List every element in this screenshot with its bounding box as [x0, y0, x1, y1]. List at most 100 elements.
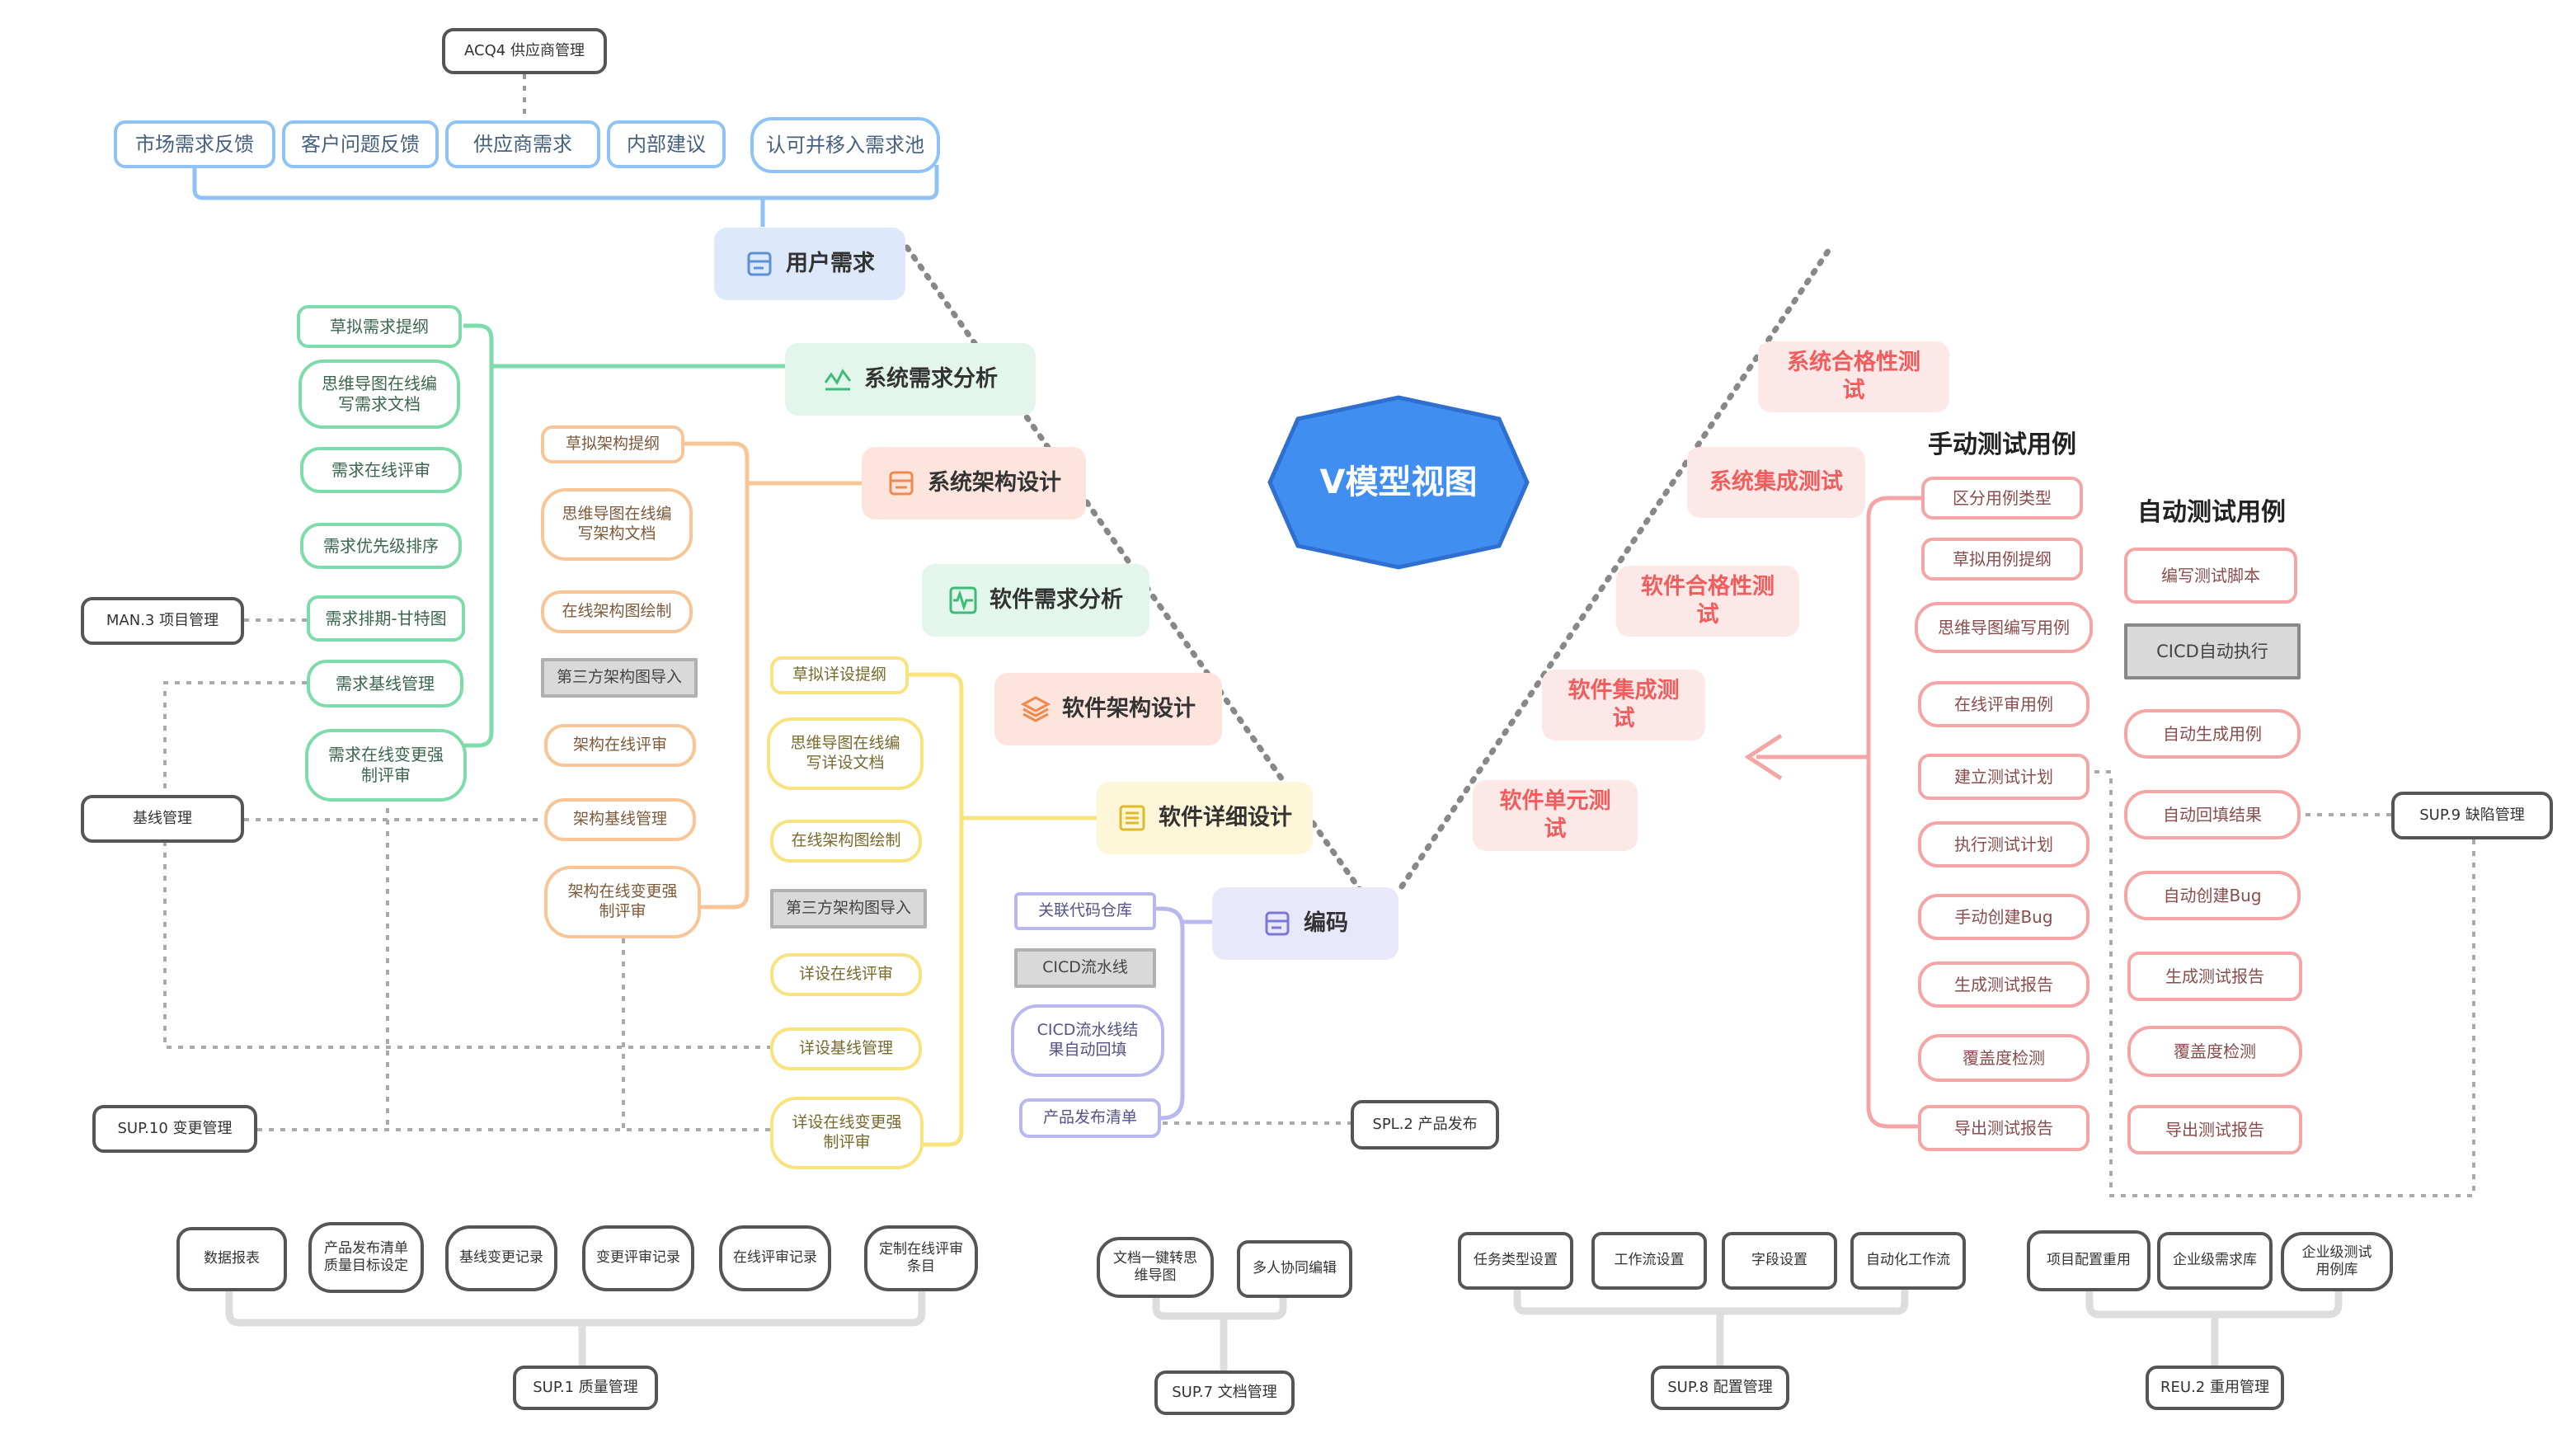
layout-icon [886, 468, 916, 498]
manual-test-item: 执行测试计划 [1918, 821, 2089, 867]
source-internal: 内部建议 [607, 120, 726, 168]
stage-system-requirement-label: 系统需求分析 [864, 366, 998, 393]
auto-test-item: 编写测试脚本 [2124, 548, 2297, 604]
sysreq-item: 草拟需求提纲 [297, 305, 462, 348]
reu2-item: 项目配置重用 [2027, 1230, 2151, 1291]
stage-coding: 编码 [1212, 887, 1398, 960]
stage-system-architecture: 系统架构设计 [862, 447, 1086, 519]
ref-sup9: SUP.9 缺陷管理 [2391, 792, 2553, 839]
detail-item: 在线架构图绘制 [770, 820, 922, 863]
manual-test-item: 覆盖度检测 [1918, 1034, 2089, 1082]
code-doc-icon [1262, 909, 1292, 938]
ref-sup10: SUP.10 变更管理 [92, 1105, 257, 1153]
manual-test-item: 草拟用例提纲 [1921, 538, 2083, 581]
stage-software-detail: 软件详细设计 [1097, 782, 1313, 854]
stage-system-integration-test: 系统集成测试 [1687, 447, 1865, 518]
detail-item: 详设在线变更强制评审 [770, 1097, 924, 1169]
auto-test-item: 自动生成用例 [2124, 709, 2301, 759]
sup7-item: 文档一键转思维导图 [1097, 1237, 1214, 1298]
auto-test-item: 自动回填结果 [2124, 790, 2301, 839]
stage-system-architecture-label: 系统架构设计 [928, 470, 1061, 496]
sysreq-item: 需求排期-甘特图 [307, 595, 465, 642]
ref-sup7: SUP.7 文档管理 [1154, 1370, 1295, 1415]
arch-item: 思维导图在线编写架构文档 [541, 488, 693, 561]
sup8-item: 自动化工作流 [1850, 1232, 1966, 1290]
auto-test-item: 导出测试报告 [2127, 1105, 2302, 1154]
arch-item: 在线架构图绘制 [541, 590, 693, 633]
sup8-item: 工作流设置 [1591, 1232, 1707, 1290]
ref-sup1: SUP.1 质量管理 [513, 1366, 658, 1410]
manual-test-item: 生成测试报告 [1918, 961, 2089, 1008]
stage-user-requirement-label: 用户需求 [786, 251, 875, 277]
source-customer: 客户问题反馈 [282, 120, 439, 168]
auto-test-item: 生成测试报告 [2127, 952, 2302, 1001]
arch-item: 架构在线变更强制评审 [544, 866, 701, 938]
stage-system-qualification-test: 系统合格性测试 [1758, 341, 1949, 412]
ref-man3: MAN.3 项目管理 [81, 597, 244, 645]
stage-software-requirement-label: 软件需求分析 [990, 587, 1123, 614]
coding-item: 产品发布清单 [1019, 1098, 1161, 1138]
coding-item: 关联代码仓库 [1014, 892, 1156, 930]
manual-test-item: 导出测试报告 [1918, 1105, 2089, 1151]
manual-test-item: 在线评审用例 [1918, 681, 2089, 727]
auto-test-item: CICD自动执行 [2124, 623, 2301, 679]
manual-test-item: 思维导图编写用例 [1915, 602, 2093, 653]
pulse-icon [948, 585, 978, 615]
manual-test-item: 建立测试计划 [1918, 754, 2089, 800]
detail-item: 详设在线评审 [770, 953, 922, 996]
sup1-item: 基线变更记录 [445, 1225, 557, 1291]
title-hexagon [1267, 395, 1530, 570]
reu2-item: 企业级测试用例库 [2281, 1232, 2393, 1291]
detail-item: 思维导图在线编写详设文档 [767, 717, 924, 790]
sup1-item: 定制在线评审条目 [864, 1225, 978, 1291]
sup1-item: 变更评审记录 [582, 1225, 694, 1291]
stage-coding-label: 编码 [1304, 910, 1348, 937]
stage-software-requirement: 软件需求分析 [922, 564, 1149, 637]
source-market: 市场需求反馈 [114, 120, 275, 168]
manual-test-item: 区分用例类型 [1921, 477, 2083, 519]
stage-software-unit-test: 软件单元测试 [1473, 780, 1638, 851]
coding-item: CICD流水线 [1014, 948, 1156, 988]
arch-item: 草拟架构提纲 [541, 425, 684, 463]
arch-item: 架构基线管理 [544, 798, 696, 841]
ref-sup8: SUP.8 配置管理 [1651, 1366, 1789, 1410]
detail-item: 草拟详设提纲 [770, 656, 909, 694]
stage-software-integration-test: 软件集成测试 [1542, 670, 1705, 740]
sup1-item: 数据报表 [176, 1227, 287, 1291]
sysreq-item: 需求优先级排序 [300, 523, 462, 569]
detail-item: 详设基线管理 [770, 1027, 922, 1070]
stage-software-architecture-label: 软件架构设计 [1062, 696, 1196, 722]
source-accept-pool: 认可并移入需求池 [750, 117, 940, 173]
sup1-item: 产品发布清单质量目标设定 [308, 1222, 424, 1293]
diagram-title: V模型视图 [1319, 463, 1478, 501]
reu2-item: 企业级需求库 [2157, 1232, 2273, 1290]
stage-system-requirement: 系统需求分析 [785, 343, 1036, 416]
stage-user-requirement: 用户需求 [714, 228, 905, 300]
manual-test-item: 手动创建Bug [1918, 894, 2089, 940]
auto-test-item: 自动创建Bug [2124, 871, 2301, 920]
stage-software-detail-label: 软件详细设计 [1159, 805, 1292, 831]
arch-item: 架构在线评审 [544, 724, 696, 767]
layers-icon [1021, 694, 1051, 724]
sup1-item: 在线评审记录 [719, 1225, 831, 1291]
manual-test-header: 手动测试用例 [1928, 430, 2076, 459]
ref-reu2: REU.2 重用管理 [2146, 1366, 2284, 1410]
list-icon [1117, 803, 1147, 833]
ref-acq4: ACQ4 供应商管理 [442, 28, 607, 74]
auto-test-item: 覆盖度检测 [2127, 1026, 2302, 1077]
stage-software-architecture: 软件架构设计 [994, 673, 1222, 745]
sysreq-item: 思维导图在线编写需求文档 [298, 360, 460, 429]
source-supplier: 供应商需求 [445, 120, 600, 168]
arch-item: 第三方架构图导入 [541, 658, 698, 698]
sup8-item: 字段设置 [1722, 1232, 1837, 1290]
sysreq-item: 需求在线评审 [300, 447, 462, 493]
ref-spl2: SPL.2 产品发布 [1351, 1100, 1499, 1149]
stage-software-qualification-test: 软件合格性测试 [1616, 566, 1799, 637]
ref-baseline: 基线管理 [81, 795, 244, 843]
detail-item: 第三方架构图导入 [770, 889, 927, 929]
sysreq-item: 需求在线变更强制评审 [305, 729, 467, 802]
sup7-item: 多人协同编辑 [1237, 1240, 1352, 1298]
coding-item: CICD流水线结果自动回填 [1011, 1004, 1164, 1077]
